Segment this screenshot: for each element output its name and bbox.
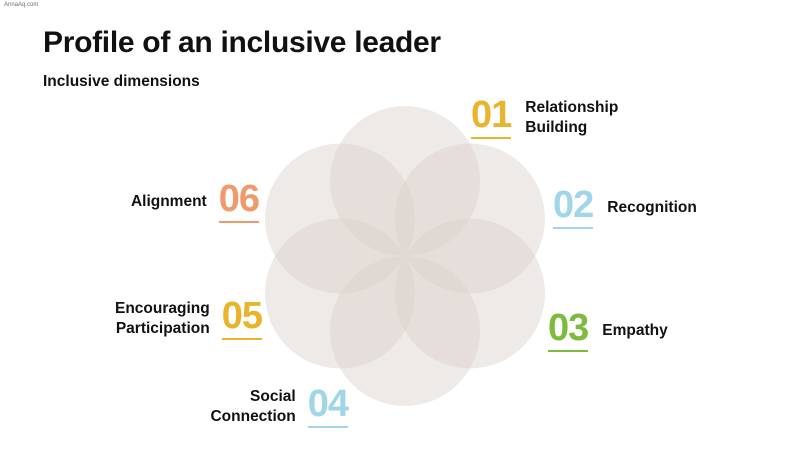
dimension-label-06: Alignment [130,192,207,210]
dimension-label-02: Recognition [607,198,697,216]
dimension-number-01: 01 [471,96,512,139]
page-title: Profile of an inclusive leader [43,26,441,59]
dimension-label-03: Empathy [602,321,668,339]
petal-circle-1 [330,106,480,256]
petal-circle-2 [395,143,545,294]
dimension-label-04: Social Connection [210,387,296,425]
page-subtitle: Inclusive dimensions [43,73,200,90]
dimension-03: 03 Empathy [548,309,668,352]
petal-circle-4 [330,256,480,406]
petal-circle-5 [265,218,415,369]
petal-circle-6 [265,143,415,294]
petal-circle-3 [395,218,545,369]
dimension-number-02: 02 [553,186,594,229]
dimension-number-03: 03 [548,309,589,352]
dimension-label-05: Encouraging Participation [114,299,210,337]
dimension-02: 02 Recognition [553,186,697,229]
dimension-04: Social Connection 04 [210,385,349,428]
dimension-number-04: 04 [307,385,349,428]
dimension-number-05: 05 [221,297,263,340]
dimension-label-01: Relationship Building [525,98,619,136]
dimension-06: Alignment 06 [130,180,260,223]
dimension-05: Encouraging Participation 05 [114,297,263,340]
dimension-number-06: 06 [218,180,260,223]
watermark: AnnaAq.com [4,2,39,8]
dimension-01: 01 Relationship Building [471,96,618,139]
